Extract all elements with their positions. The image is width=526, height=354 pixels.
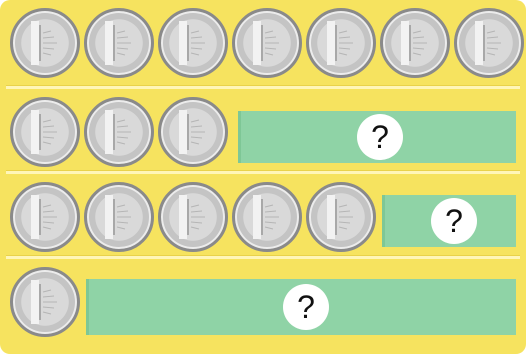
coin-icon <box>232 182 302 252</box>
coin-icon <box>158 182 228 252</box>
coin-face <box>161 11 225 75</box>
coin-face <box>13 185 77 249</box>
coin-face <box>383 11 447 75</box>
coin-icon <box>454 8 524 78</box>
answer-slot[interactable]: ? <box>238 111 516 163</box>
coin-face <box>161 100 225 164</box>
row-divider <box>6 85 520 89</box>
coin-face <box>13 11 77 75</box>
answer-slot[interactable]: ? <box>86 279 516 335</box>
coin-icon <box>84 97 154 167</box>
coin-face <box>235 185 299 249</box>
coin-icon <box>84 182 154 252</box>
coin-icon <box>10 267 80 337</box>
coin-face <box>13 100 77 164</box>
coin-face <box>87 11 151 75</box>
coin-icon <box>306 182 376 252</box>
coin-icon <box>84 8 154 78</box>
coin-face <box>309 11 373 75</box>
coin-icon <box>10 8 80 78</box>
coin-icon <box>158 97 228 167</box>
coin-icon <box>306 8 376 78</box>
coin-face <box>161 185 225 249</box>
question-mark: ? <box>431 198 477 244</box>
question-mark: ? <box>283 284 329 330</box>
coin-icon <box>158 8 228 78</box>
coin-face <box>13 270 77 334</box>
coin-icon <box>10 182 80 252</box>
coin-icon <box>380 8 450 78</box>
coin-face <box>235 11 299 75</box>
row-divider <box>6 170 520 174</box>
answer-slot[interactable]: ? <box>382 195 516 247</box>
coin-face <box>457 11 521 75</box>
coin-face <box>87 100 151 164</box>
coin-icon <box>232 8 302 78</box>
row-divider <box>6 255 520 259</box>
coin-face <box>309 185 373 249</box>
coin-icon <box>10 97 80 167</box>
coin-face <box>87 185 151 249</box>
question-mark: ? <box>357 114 403 160</box>
